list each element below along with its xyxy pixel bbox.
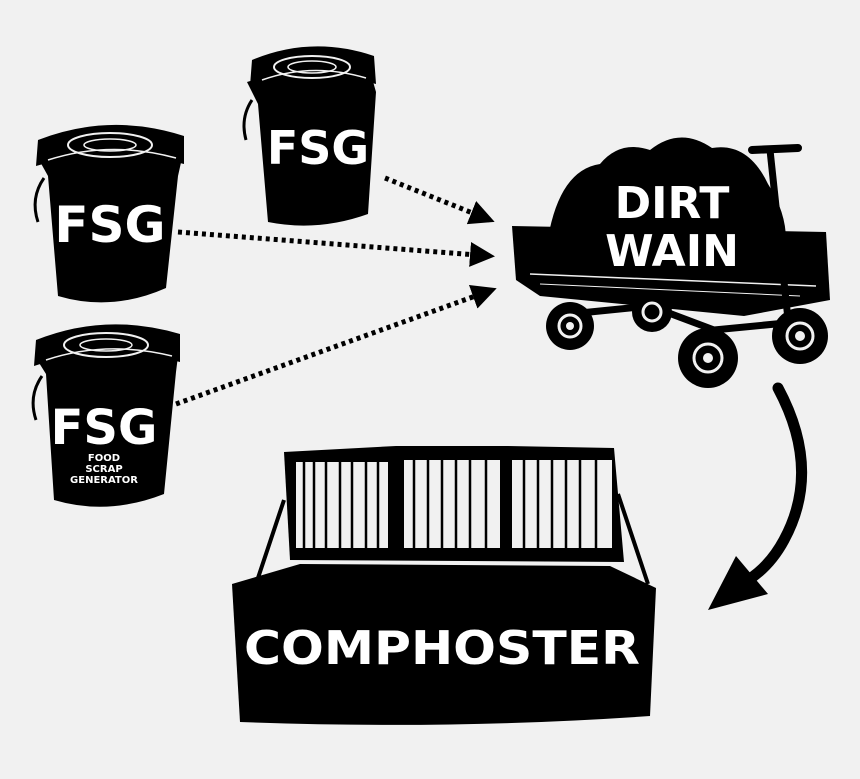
wagon-label-line-1: DIRT: [615, 178, 730, 229]
arrow-top-bucket-to-wagon: [384, 175, 495, 225]
bucket-label: FSG: [54, 196, 165, 254]
wagon-wheel: [546, 302, 594, 350]
bucket-lid: [34, 324, 180, 366]
curved-arrow-wagon-to-composter: [708, 382, 808, 610]
arrow-left-bucket-to-wagon: [177, 229, 495, 267]
fsg-bucket-top: FSG: [242, 46, 376, 226]
bucket-sublabel: FOOD: [88, 453, 120, 464]
wagon-wheel: [772, 308, 828, 364]
bucket-body: [247, 70, 376, 226]
fsg-bucket-bottom: FSG FOOD SCRAP GENERATOR: [31, 324, 180, 507]
bin-box: [232, 564, 656, 725]
flow-arrows: [175, 175, 497, 407]
wagon-label-line-2: WAIN: [605, 226, 739, 277]
dirt-pile: [548, 137, 786, 240]
bucket-sublabel: GENERATOR: [70, 475, 138, 486]
dirt-wain-wagon: DIRT WAIN: [512, 137, 830, 388]
bucket-label: FSG: [267, 121, 369, 175]
composter-label: COMPHOSTER: [244, 621, 640, 675]
corrugation: [302, 460, 598, 548]
bucket-body: [38, 148, 182, 303]
comphoster-bin: COMPHOSTER: [232, 446, 656, 725]
bucket-lid: [36, 124, 184, 166]
bucket-lid: [250, 46, 376, 86]
wagon-wheel: [632, 292, 672, 332]
arrow-bottom-bucket-to-wagon: [175, 285, 497, 407]
bucket-sublabel: SCRAP: [85, 464, 122, 475]
bucket-label: FSG: [51, 400, 158, 456]
wagon-wheel: [678, 328, 738, 388]
bucket-body: [36, 347, 178, 507]
fsg-bucket-left: FSG: [33, 124, 184, 303]
